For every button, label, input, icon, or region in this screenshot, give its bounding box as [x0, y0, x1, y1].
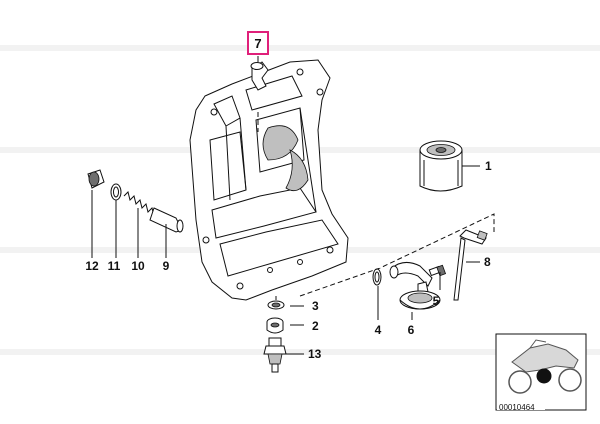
callout-3[interactable]: 3 — [312, 299, 319, 313]
location-thumbnail: 00010464 — [495, 333, 587, 412]
callout-7-highlight-box — [247, 31, 269, 55]
callout-8[interactable]: 8 — [484, 255, 491, 269]
location-marker — [536, 368, 552, 384]
callout-4[interactable]: 4 — [375, 323, 382, 337]
part-4-sealing-ring[interactable] — [372, 268, 382, 286]
callout-2[interactable]: 2 — [312, 319, 319, 333]
part-9-plunger[interactable] — [149, 207, 184, 233]
callout-13[interactable]: 13 — [308, 347, 322, 361]
callout-7[interactable]: 7 — [254, 36, 261, 51]
gearbox-housing — [189, 59, 349, 301]
motorcycle-icon — [508, 339, 582, 394]
callout-11[interactable]: 11 — [108, 259, 121, 273]
part-6-oil-strainer[interactable] — [389, 262, 441, 310]
callout-9[interactable]: 9 — [163, 259, 170, 273]
callout-12[interactable]: 12 — [85, 259, 99, 273]
part-3-gasket-ring[interactable] — [267, 300, 285, 310]
callout-6[interactable]: 6 — [408, 323, 415, 337]
callout-10[interactable]: 10 — [131, 259, 145, 273]
part-13-pressure-switch[interactable] — [263, 337, 287, 373]
part-11-sealing-ring[interactable] — [110, 183, 122, 201]
leader-lines — [91, 56, 495, 355]
callout-5[interactable]: 5 — [433, 294, 440, 308]
diagram-reference-code: 00010464 — [499, 403, 535, 412]
callout-1[interactable]: 1 — [485, 159, 492, 173]
part-2-drain-plug[interactable] — [266, 317, 284, 334]
part-1-oil-filter[interactable] — [419, 140, 463, 192]
part-8-dipstick[interactable] — [453, 229, 488, 301]
part-7-breather-fitting[interactable] — [250, 61, 269, 91]
part-12-screw-plug[interactable] — [87, 169, 105, 189]
part-5-bolt[interactable] — [428, 264, 447, 277]
